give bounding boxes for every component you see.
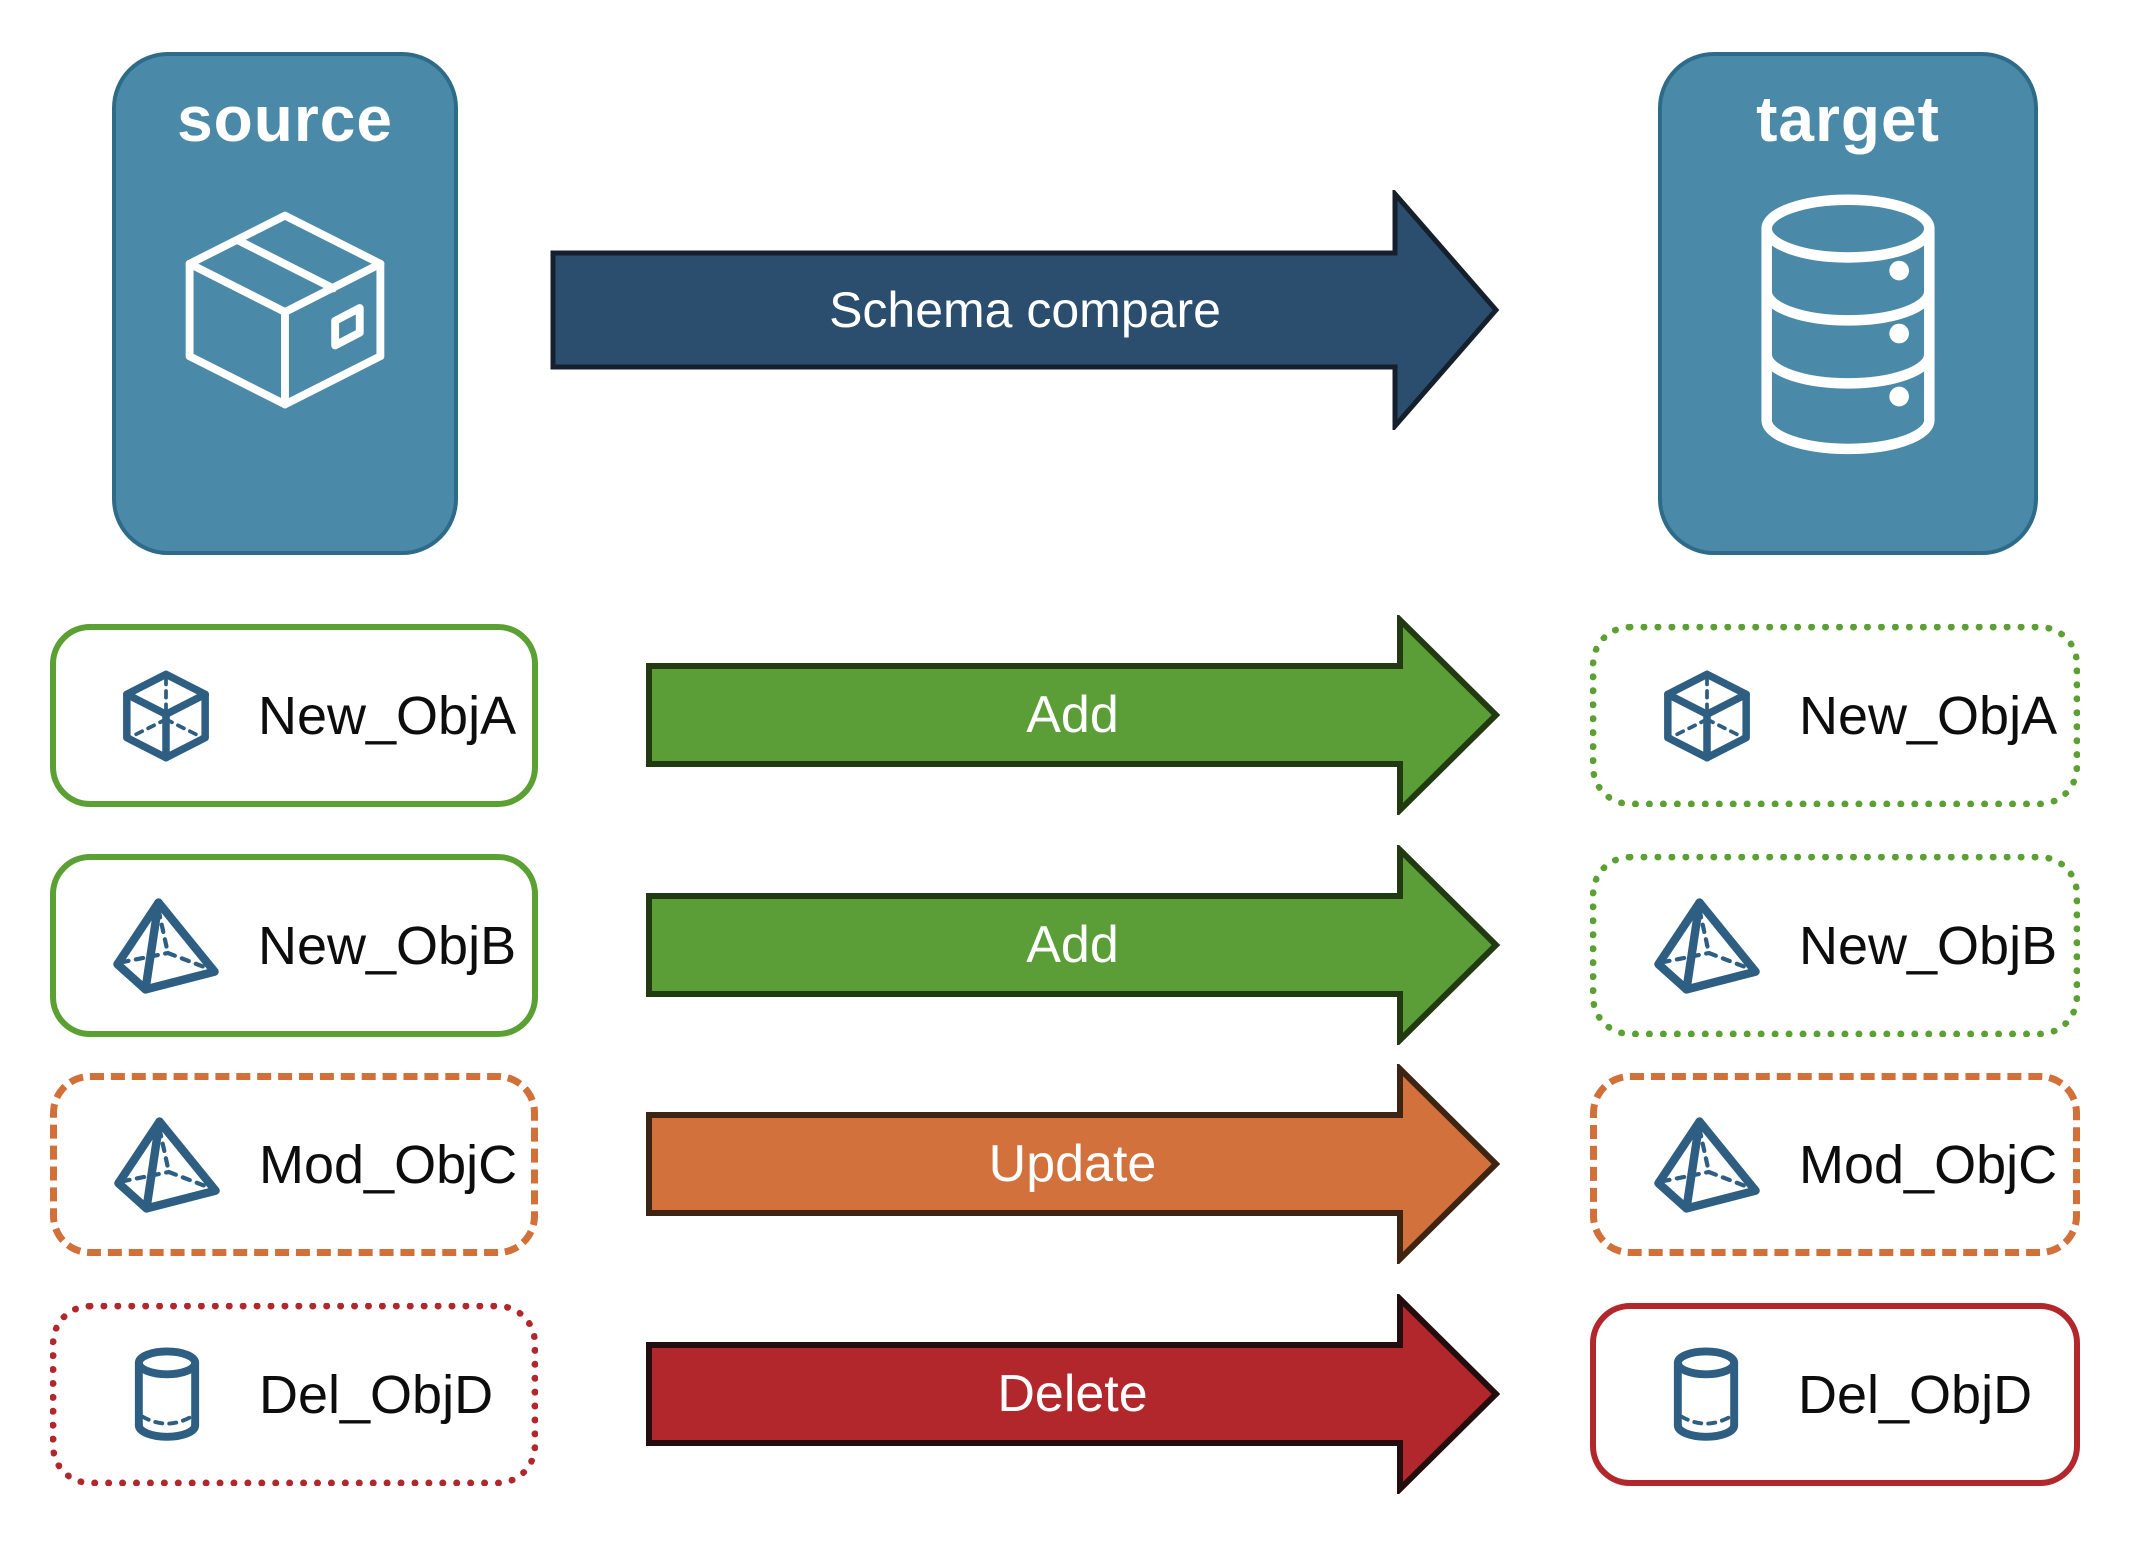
cube-icon <box>1649 664 1765 768</box>
delete-arrow: Delete <box>645 1294 1500 1494</box>
add-arrow-row2: Add <box>645 845 1500 1045</box>
object-label: Mod_ObjC <box>1799 1134 2058 1195</box>
cylinder-icon <box>109 1344 225 1446</box>
object-label: Del_ObjD <box>1798 1364 2033 1425</box>
object-label: Del_ObjD <box>259 1364 494 1425</box>
target-object-box-new-obja: New_ObjA <box>1590 624 2080 807</box>
object-label: New_ObjA <box>1799 685 2058 746</box>
update-arrow: Update <box>645 1064 1500 1264</box>
cube-icon <box>108 664 224 768</box>
target-card-title: target <box>1756 83 1940 155</box>
source-object-box-del-objd: Del_ObjD <box>50 1303 538 1486</box>
add-arrow-row1: Add <box>645 615 1500 815</box>
target-object-box-del-objd: Del_ObjD <box>1590 1303 2080 1486</box>
object-label: New_ObjB <box>1799 915 2058 976</box>
schema-compare-arrow: Schema compare <box>550 190 1500 430</box>
schema-compare-arrow-label: Schema compare <box>829 282 1221 338</box>
pyramid-icon <box>1649 897 1765 995</box>
source-object-box-new-objb: New_ObjB <box>50 854 538 1037</box>
add-arrow-shape <box>646 845 1500 1045</box>
target-object-box-new-objb: New_ObjB <box>1590 854 2080 1037</box>
add-arrow-shape <box>646 615 1500 815</box>
object-label: New_ObjB <box>258 915 517 976</box>
source-card-title: source <box>177 83 393 155</box>
object-label: Mod_ObjC <box>259 1134 518 1195</box>
cylinder-icon <box>1648 1344 1764 1446</box>
source-card: source <box>112 52 458 555</box>
database-icon <box>1761 194 1935 455</box>
source-object-box-mod-objc: Mod_ObjC <box>50 1073 538 1256</box>
object-label: New_ObjA <box>258 685 517 746</box>
pyramid-icon <box>108 897 224 995</box>
target-card: target <box>1658 52 2038 555</box>
source-object-box-new-obja: New_ObjA <box>50 624 538 807</box>
delete-arrow-shape <box>646 1294 1500 1494</box>
add-arrow-label: Add <box>1026 916 1119 974</box>
pyramid-icon <box>109 1116 225 1214</box>
add-arrow-label: Add <box>1026 686 1119 744</box>
update-arrow-shape <box>646 1064 1500 1264</box>
pyramid-icon <box>1649 1116 1765 1214</box>
package-icon <box>185 211 385 409</box>
target-object-box-mod-objc: Mod_ObjC <box>1590 1073 2080 1256</box>
delete-arrow-label: Delete <box>997 1365 1148 1423</box>
update-arrow-label: Update <box>988 1135 1157 1193</box>
schema-compare-arrow-shape <box>550 190 1500 430</box>
